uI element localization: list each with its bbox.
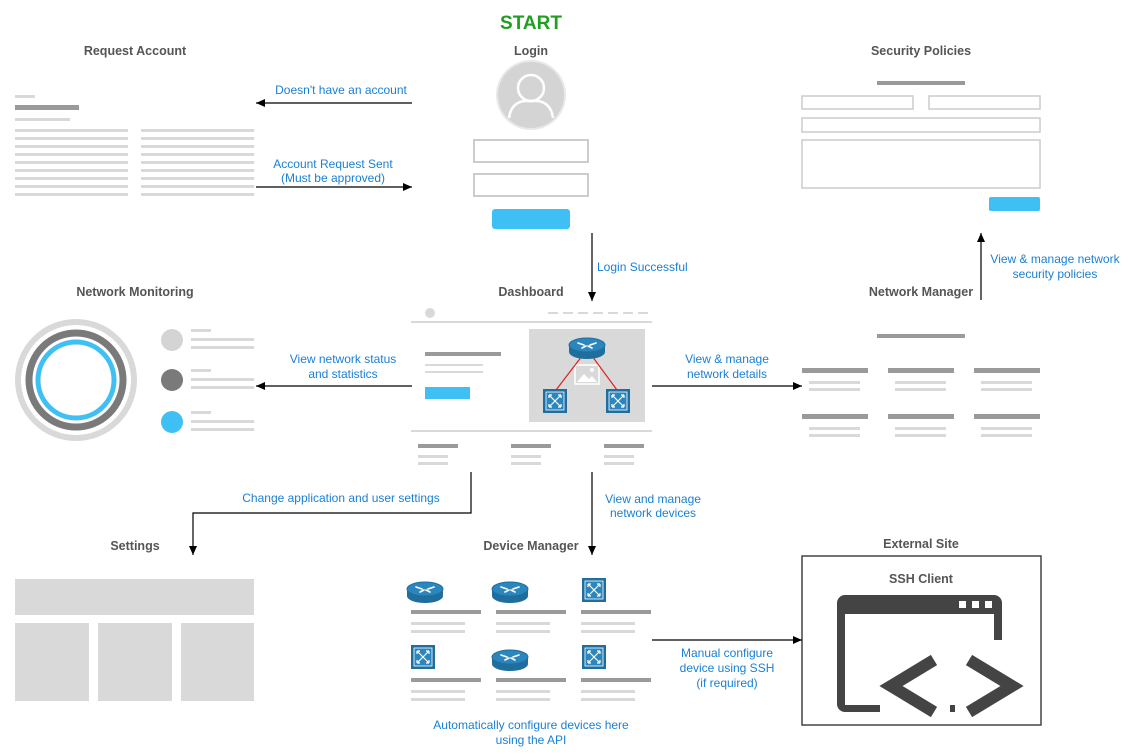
login-title: Login: [514, 44, 548, 58]
flow-label-ssh-3: (if required): [696, 676, 757, 690]
router-icon: [491, 581, 529, 604]
request-account-title: Request Account: [84, 44, 187, 58]
flow-label-ssh-2: device using SSH: [680, 661, 775, 675]
flow-label-security-policies: View & manage network: [990, 252, 1120, 266]
external-site-title: External Site: [883, 537, 959, 551]
flow-label-statistics: and statistics: [308, 367, 377, 381]
network-topology-panel[interactable]: [529, 329, 645, 422]
image-icon: [574, 364, 600, 385]
router-icon: [491, 649, 529, 672]
flow-label-must-be-approved: (Must be approved): [281, 171, 385, 185]
network-monitoring-wireframe: [15, 319, 254, 441]
policy-field-1[interactable]: [801, 95, 914, 110]
dashboard-title: Dashboard: [498, 285, 563, 299]
device-card[interactable]: [581, 644, 651, 701]
flow-label-network-status: View network status: [290, 352, 397, 366]
login-button[interactable]: [492, 209, 570, 229]
policy-save-button[interactable]: [989, 197, 1040, 211]
flow-label-request-sent: Account Request Sent: [273, 157, 393, 171]
flow-label-no-account: Doesn't have an account: [275, 83, 407, 97]
login-wireframe: [473, 60, 589, 229]
flow-label-ssh: Manual configure: [681, 646, 773, 660]
network-list-item: [802, 368, 868, 391]
security-policies-title: Security Policies: [871, 44, 971, 58]
settings-panel[interactable]: [181, 623, 254, 701]
router-icon: [406, 581, 444, 604]
network-list-item: [888, 414, 954, 437]
request-account-wireframe: [15, 95, 254, 196]
settings-wireframe: [15, 579, 254, 701]
device-manager-wireframe: [406, 577, 651, 701]
dashboard-nav-menu[interactable]: [548, 312, 648, 314]
network-list-item: [888, 368, 954, 391]
legend-item: [161, 411, 254, 433]
password-field[interactable]: [473, 173, 589, 197]
username-field[interactable]: [473, 139, 589, 163]
flow-label-api-2: using the API: [496, 733, 567, 747]
connectors: [189, 99, 985, 644]
text-column-left: [15, 118, 128, 196]
device-card[interactable]: [491, 649, 566, 701]
terminal-window-icon[interactable]: [837, 595, 1030, 720]
flow-label-devices: View and manage: [605, 492, 701, 506]
flow-label-api: Automatically configure devices here: [433, 718, 629, 732]
flow-label-login-successful: Login Successful: [597, 260, 688, 274]
policy-field-2[interactable]: [928, 95, 1041, 110]
switch-icon: [542, 388, 568, 414]
router-icon: [568, 337, 606, 360]
flow-label-network-details: View & manage: [685, 352, 769, 366]
settings-header-panel[interactable]: [15, 579, 254, 615]
settings-panel[interactable]: [98, 623, 172, 701]
network-manager-title: Network Manager: [869, 285, 973, 299]
switch-icon: [581, 577, 607, 603]
user-avatar-icon: [496, 60, 566, 130]
settings-title: Settings: [110, 539, 159, 553]
network-list-item: [974, 368, 1040, 391]
network-monitoring-title: Network Monitoring: [76, 285, 193, 299]
settings-panel[interactable]: [15, 623, 89, 701]
status-ring-chart: [15, 319, 137, 441]
flow-label-settings: Change application and user settings: [242, 491, 439, 505]
switch-icon: [410, 644, 436, 670]
arrow-to-settings: [189, 472, 472, 555]
device-manager-title: Device Manager: [483, 539, 578, 553]
network-list-item: [974, 414, 1040, 437]
switch-icon: [581, 644, 607, 670]
external-site-box: SSH Client: [801, 555, 1042, 726]
device-card[interactable]: [581, 577, 651, 633]
dashboard-footer-columns: [418, 444, 644, 465]
flow-label-network-details-2: network details: [687, 367, 767, 381]
dashboard-logo: [425, 308, 435, 318]
network-list-item: [802, 414, 868, 437]
ssh-client-title: SSH Client: [889, 572, 954, 586]
policy-field-3[interactable]: [801, 117, 1041, 133]
device-card[interactable]: [406, 581, 481, 633]
network-manager-wireframe: [802, 334, 1040, 437]
legend-item: [161, 369, 254, 391]
start-label: START: [500, 13, 562, 34]
device-card[interactable]: [491, 581, 566, 633]
flow-label-security-policies-2: security policies: [1013, 267, 1098, 281]
policy-textarea[interactable]: [801, 139, 1041, 189]
legend-item: [161, 329, 254, 351]
flow-label-devices-2: network devices: [610, 506, 696, 520]
switch-icon: [605, 388, 631, 414]
dashboard-wireframe: [411, 308, 652, 465]
dashboard-action-button[interactable]: [425, 387, 470, 399]
security-policies-wireframe: [801, 81, 1041, 211]
device-card[interactable]: [410, 644, 481, 701]
text-column-right: [141, 129, 254, 196]
